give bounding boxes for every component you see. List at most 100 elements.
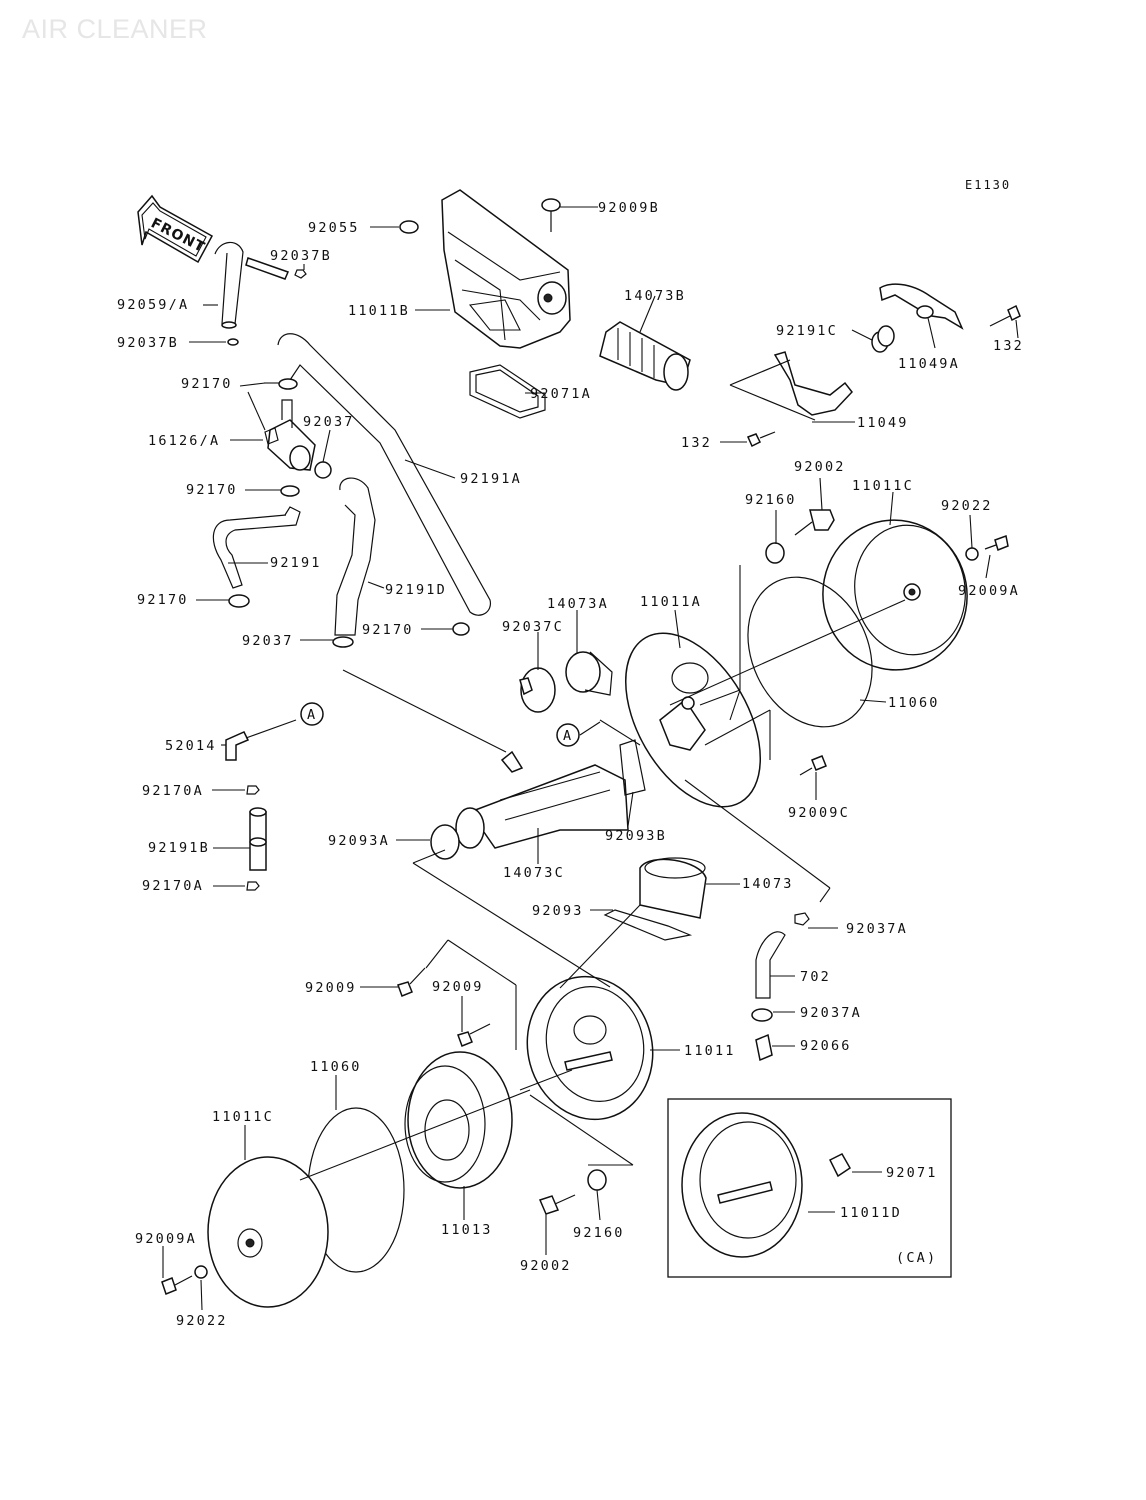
bracket-11049 [729, 351, 853, 421]
collar-92191c [871, 325, 895, 353]
callout-92170-2: 92170 [186, 482, 238, 498]
ref-circle-A2: A [556, 723, 580, 747]
ref-circle-A1: A [300, 702, 324, 726]
callout-132-top: 132 [993, 338, 1024, 354]
bracket-11049a [879, 283, 964, 330]
callout-92037-2: 92037 [242, 633, 294, 649]
hose-92191b [249, 807, 267, 871]
callout-92170-4: 92170 [362, 622, 414, 638]
o-ring-92055 [399, 220, 419, 234]
duct-14073a [565, 651, 613, 696]
gasket-92071a [469, 364, 546, 419]
callout-11049a: 11049A [898, 356, 960, 372]
callout-92191c: 92191C [776, 323, 838, 339]
callout-92009-1: 92009 [305, 980, 357, 996]
callout-92071: 92071 [886, 1165, 938, 1181]
seal-11060-top [747, 576, 873, 728]
clip-92037a-1 [794, 912, 810, 926]
callout-92037b: 92037B [117, 335, 179, 351]
gasket-92093b [619, 739, 646, 796]
clip-92170-4 [452, 622, 470, 636]
front-arrow: FRONT [137, 194, 214, 264]
ca-variant-label: (CA) [896, 1250, 937, 1266]
screw-92009a-top [984, 534, 1009, 552]
callout-11011a: 11011A [640, 594, 702, 610]
diagram-title: AIR CLEANER [22, 14, 208, 44]
cover-11011c-top [822, 519, 968, 671]
bolt-132-top [989, 304, 1021, 327]
diagram-code: E1130 [965, 178, 1012, 192]
callout-14073: 14073 [742, 876, 794, 892]
callout-92191b: 92191B [148, 840, 210, 856]
screw-92009-1 [397, 967, 426, 997]
clip-92170-1 [278, 378, 298, 390]
duct-14073 [639, 857, 707, 919]
callout-92022-top: 92022 [941, 498, 993, 514]
callout-92160-bot: 92160 [573, 1225, 625, 1241]
callout-92170a-1: 92170A [142, 783, 204, 799]
callout-14073a: 14073A [547, 596, 609, 612]
clip-92037-1 [314, 461, 332, 479]
callout-11060-top: 11060 [888, 695, 940, 711]
clip-92037b [227, 338, 239, 346]
gasket-92093a [430, 824, 460, 860]
hose-702 [755, 931, 786, 999]
callout-132-mid: 132 [681, 435, 712, 451]
callout-92022-bot: 92022 [176, 1313, 228, 1329]
callout-92093b: 92093B [605, 828, 667, 844]
gasket-92093 [603, 909, 693, 941]
ref-circle-A2-label: A [563, 728, 573, 744]
callout-11049: 11049 [857, 415, 909, 431]
callout-92037a-2: 92037A [800, 1005, 862, 1021]
callout-52014: 52014 [165, 738, 217, 754]
callout-92170-3: 92170 [137, 592, 189, 608]
grommet-92160-top [765, 542, 785, 564]
screw-92009c [799, 755, 827, 776]
washer-92022-bot [194, 1265, 208, 1279]
clip-92170-2 [280, 485, 300, 497]
clip-92037a-2 [751, 1008, 773, 1022]
air-box-cover [441, 189, 571, 349]
callout-11011c-top: 11011C [852, 478, 914, 494]
backplate-11011 [526, 975, 654, 1121]
callout-92055: 92055 [308, 220, 360, 236]
ref-circle-A1-label: A [307, 707, 317, 723]
connector-52014 [225, 731, 250, 761]
clip-92170a-2 [246, 881, 260, 891]
callout-92066: 92066 [800, 1038, 852, 1054]
washer-92022-top [965, 547, 979, 561]
fitting-92066 [755, 1033, 773, 1062]
callout-92009a-top: 92009A [958, 583, 1020, 599]
duct-14073b [599, 321, 691, 391]
cover-11011c-bot [207, 1156, 329, 1308]
callout-11011c-bot: 11011C [212, 1109, 274, 1125]
leader-lines [162, 206, 1019, 1311]
callout-92093a: 92093A [328, 833, 390, 849]
clip-92170a-1 [246, 785, 260, 795]
ca-variant-box: (CA) [667, 1098, 952, 1278]
callout-92191a: 92191A [460, 471, 522, 487]
callout-92009c: 92009C [788, 805, 850, 821]
callout-92037a-1: 92037A [846, 921, 908, 937]
callout-14073b: 14073B [624, 288, 686, 304]
callout-92037-1: 92037 [303, 414, 355, 430]
duct-14073c [455, 750, 629, 849]
callout-11011d: 11011D [840, 1205, 902, 1221]
callout-92160-top: 92160 [745, 492, 797, 508]
callout-92037b-top: 92037B [270, 248, 332, 264]
pin-92037b [245, 257, 307, 280]
callout-labels: 92055 92009B 92037B 92059/A 11011B 14073… [117, 200, 1024, 1329]
hose-92059a [214, 241, 244, 329]
hose-92191a [277, 333, 492, 616]
callout-11011b: 11011B [348, 303, 410, 319]
bolt-132-mid [746, 431, 776, 448]
backplate-11011a [624, 632, 762, 808]
guide-lines [299, 565, 906, 1181]
hose-92191 [212, 506, 301, 589]
callout-92009b: 92009B [598, 200, 660, 216]
hose-92191d [334, 477, 376, 636]
callout-92002-top: 92002 [794, 459, 846, 475]
callout-11060-bot: 11060 [310, 1059, 362, 1075]
grommet-92160-bot [587, 1169, 607, 1191]
